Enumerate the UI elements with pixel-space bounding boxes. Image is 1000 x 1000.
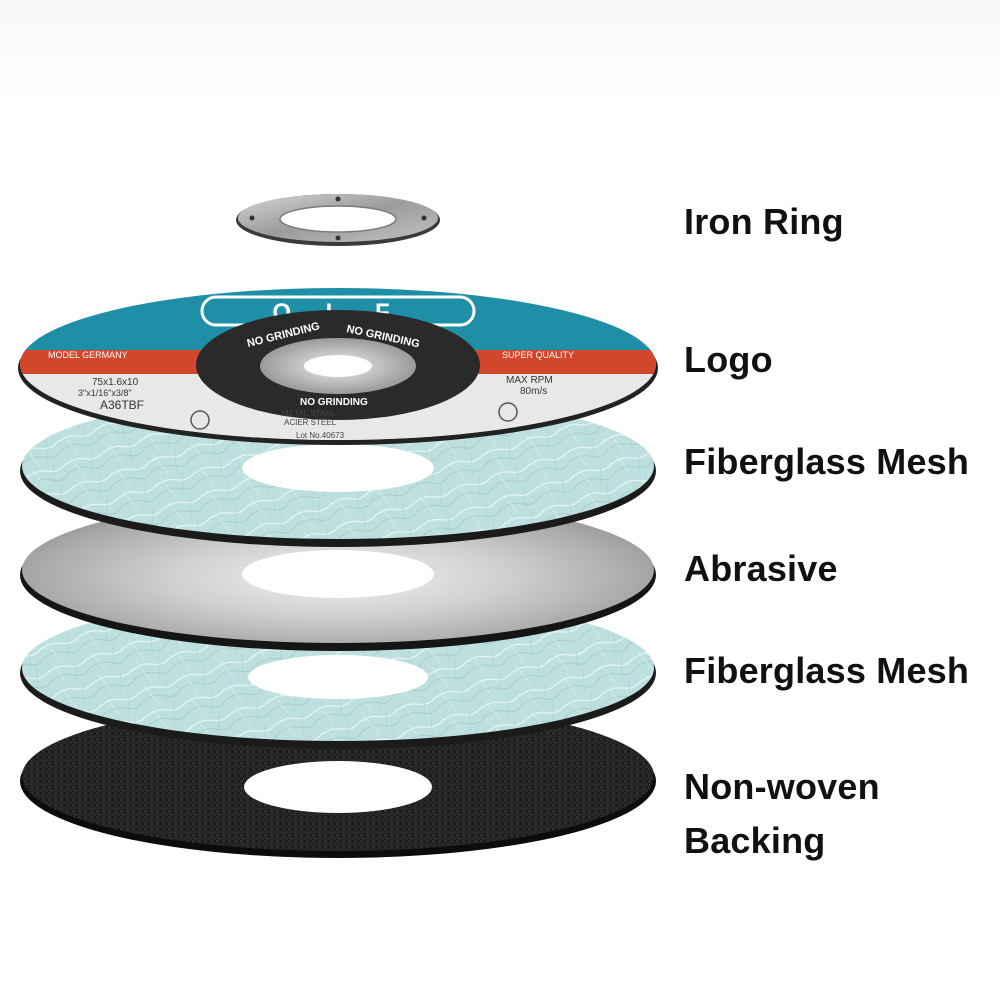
label-line: Fiberglass Mesh [684, 650, 970, 691]
logo-center-hole [304, 355, 372, 377]
label-abrasive: Abrasive [684, 547, 838, 591]
label-non-woven-backing: Non-woven Backing [684, 760, 880, 868]
spec-left-1: 75x1.6x10 [92, 377, 139, 388]
label-logo: Logo [684, 338, 773, 382]
logo-disc: Q.L.F MODEL GERMANY SUPER QUALITY NO GRI… [18, 288, 658, 445]
ring-text-bottom: NO GRINDING [300, 397, 368, 408]
spec-speed: 80m/s [520, 386, 547, 397]
label-line: Fiberglass Mesh [684, 441, 970, 482]
label-line-2: Backing [684, 820, 826, 861]
label-iron-ring: Iron Ring [684, 200, 844, 244]
label-line: Abrasive [684, 548, 838, 589]
band-right-text: SUPER QUALITY [502, 350, 574, 360]
safety-icon-left [190, 410, 210, 430]
spec-material-2: ACIER STEEL [284, 418, 337, 427]
spec-grade: A36TBF [100, 398, 144, 412]
background-fade [0, 0, 1000, 100]
label-line-1: Non-woven [684, 766, 880, 807]
label-line: Iron Ring [684, 201, 844, 242]
safety-icon-right [498, 402, 518, 422]
spec-material-1: METAL STAHL [282, 409, 336, 418]
spec-max-rpm: MAX RPM [506, 375, 553, 386]
band-left-text: MODEL GERMANY [48, 350, 128, 360]
iron-ring-part [236, 194, 440, 246]
spec-left-2: 3"x1/16"x3/8" [78, 388, 132, 398]
label-line: Logo [684, 339, 773, 380]
spec-lot: Lot No.40673 [296, 431, 345, 440]
label-fiberglass-mesh-top: Fiberglass Mesh [684, 440, 969, 484]
label-fiberglass-mesh-bottom: Fiberglass Mesh [684, 649, 969, 693]
